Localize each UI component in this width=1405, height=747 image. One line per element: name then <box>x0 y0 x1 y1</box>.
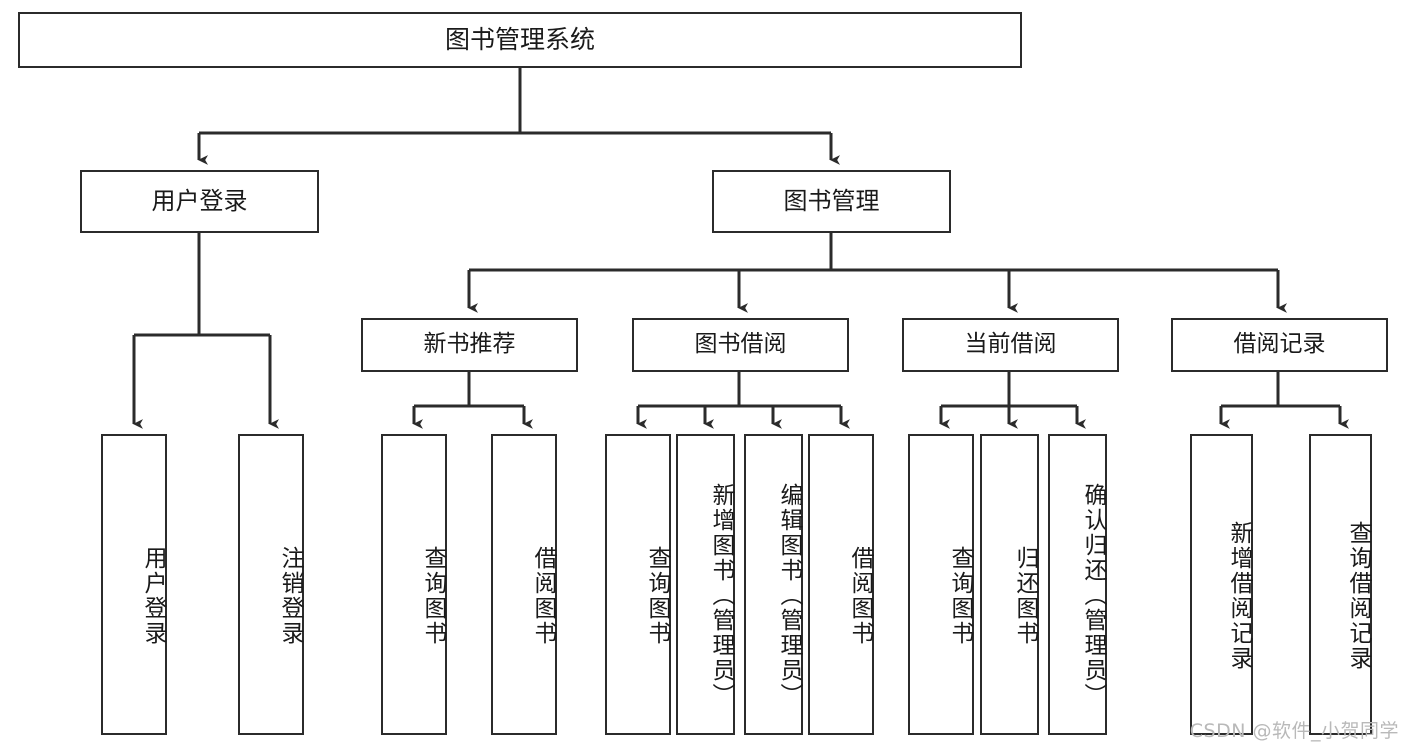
node-user-login[interactable]: 用户登录 <box>80 170 319 233</box>
node-label: 图书管理 <box>783 187 880 216</box>
node-label: 查询借阅记录 <box>1345 520 1371 671</box>
node-book-borrow[interactable]: 图书借阅 <box>632 318 849 372</box>
node-label: 新书推荐 <box>423 331 516 358</box>
node-label: 当前借阅 <box>964 331 1057 358</box>
leaf-book-borrow-borrow-book[interactable]: 借阅图书 <box>808 434 874 735</box>
node-label: 用户登录 <box>151 187 248 216</box>
leaf-new-book-query-book[interactable]: 查询图书 <box>381 434 447 735</box>
watermark-text: CSDN @软件_小贺同学 <box>1189 720 1399 742</box>
node-book-management[interactable]: 图书管理 <box>712 170 951 233</box>
leaf-user-login-logout[interactable]: 注销登录 <box>238 434 304 735</box>
leaf-new-book-borrow-book[interactable]: 借阅图书 <box>491 434 557 735</box>
node-label: 图书管理系统 <box>444 25 595 54</box>
node-label: 新增借阅记录 <box>1226 520 1252 671</box>
leaf-current-borrow-return-book[interactable]: 归还图书 <box>980 434 1039 735</box>
leaf-current-borrow-confirm-return-admin[interactable]: 确认归还（管理员） <box>1048 434 1107 735</box>
leaf-book-borrow-edit-book-admin[interactable]: 编辑图书（管理员） <box>744 434 803 735</box>
node-label: 借阅图书 <box>530 545 556 646</box>
node-label: 查询图书 <box>644 545 670 646</box>
node-root-book-management-system[interactable]: 图书管理系统 <box>18 12 1022 68</box>
leaf-book-borrow-add-book-admin[interactable]: 新增图书（管理员） <box>676 434 735 735</box>
node-label: 注销登录 <box>277 545 303 646</box>
leaf-borrow-record-query-record[interactable]: 查询借阅记录 <box>1309 434 1372 735</box>
leaf-borrow-record-add-record[interactable]: 新增借阅记录 <box>1190 434 1253 735</box>
leaf-current-borrow-query-book[interactable]: 查询图书 <box>908 434 974 735</box>
node-label: 查询图书 <box>947 545 973 646</box>
node-label: 借阅图书 <box>847 545 873 646</box>
node-label: 借阅记录 <box>1233 331 1326 358</box>
node-borrow-record[interactable]: 借阅记录 <box>1171 318 1388 372</box>
node-label: 归还图书 <box>1012 545 1038 646</box>
node-new-book-recommend[interactable]: 新书推荐 <box>361 318 578 372</box>
leaf-book-borrow-query-book[interactable]: 查询图书 <box>605 434 671 735</box>
node-current-borrow[interactable]: 当前借阅 <box>902 318 1119 372</box>
node-label: 编辑图书（管理员） <box>776 483 802 708</box>
leaf-user-login-login[interactable]: 用户登录 <box>101 434 167 735</box>
node-label: 查询图书 <box>420 545 446 646</box>
node-label: 用户登录 <box>140 545 166 646</box>
node-label: 新增图书（管理员） <box>708 483 734 708</box>
node-label: 确认归还（管理员） <box>1080 483 1106 708</box>
node-label: 图书借阅 <box>694 331 787 358</box>
